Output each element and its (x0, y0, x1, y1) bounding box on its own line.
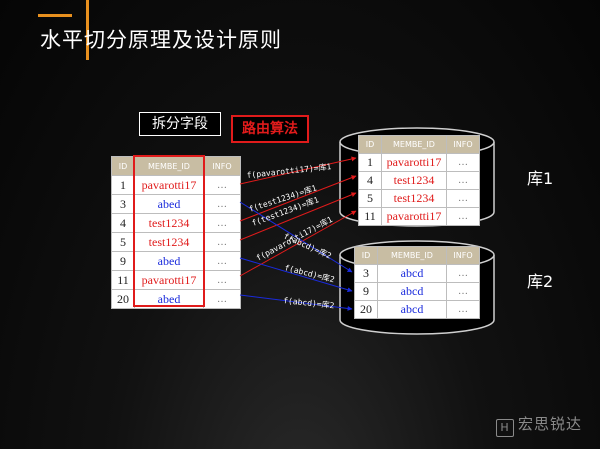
corner-accent-vertical (86, 0, 89, 60)
h-logo-icon: H (495, 419, 514, 437)
cell-member: abcd (377, 282, 447, 301)
cell-member: pavarotti17 (381, 207, 447, 226)
cell-info: … (203, 251, 241, 271)
cell-id: 3 (354, 264, 378, 283)
cell-info: … (203, 213, 241, 233)
cell-id: 20 (354, 300, 378, 319)
corner-accent-horizontal (38, 14, 72, 17)
cell-member: test1234 (134, 213, 204, 233)
db1-label: 库1 (527, 169, 554, 188)
col-header-info: INFO (446, 135, 480, 154)
route-label: f(abcd)=库2 (283, 295, 335, 310)
route-label: f(abcd)=库2 (284, 262, 336, 284)
arrow-row-1 (239, 156, 357, 185)
cell-info: … (446, 153, 480, 172)
route-label: f(pavarotti17)=库1 (246, 161, 332, 180)
col-header-id: ID (111, 156, 135, 176)
col-header-info: INFO (203, 156, 241, 176)
cell-info: … (203, 289, 241, 309)
routing-algorithm-label: 路由算法 (231, 115, 309, 143)
cell-member: abed (134, 251, 204, 271)
col-header-info: INFO (446, 246, 480, 265)
col-header-id: ID (354, 246, 378, 265)
cell-member: abcd (377, 300, 447, 319)
cell-info: … (203, 175, 241, 195)
arrow-row-20 (239, 294, 353, 311)
watermark-text: 宏思锐达 (517, 415, 582, 433)
arrow-row-5 (239, 192, 357, 241)
cell-member: abcd (377, 264, 447, 283)
arrow-row-3 (239, 201, 353, 273)
db2-label: 库2 (527, 272, 554, 291)
cell-info: … (446, 300, 480, 319)
cell-id: 11 (111, 270, 135, 290)
cell-id: 1 (111, 175, 135, 195)
cell-member: pavarotti17 (381, 153, 447, 172)
col-header-member: MEMBE_ID (134, 156, 204, 176)
arrow-row-11 (239, 210, 357, 277)
col-header-member: MEMBE_ID (381, 135, 447, 154)
cell-info: … (446, 171, 480, 190)
cell-info: … (446, 264, 480, 283)
cell-info: … (203, 232, 241, 252)
cell-id: 1 (358, 153, 382, 172)
split-field-label: 拆分字段 (139, 112, 221, 136)
cell-id: 4 (358, 171, 382, 190)
cell-info: … (446, 207, 480, 226)
cell-id: 11 (358, 207, 382, 226)
cell-id: 5 (358, 189, 382, 208)
cell-member: pavarotti17 (134, 270, 204, 290)
slide-title: 水平切分原理及设计原则 (40, 28, 282, 52)
cell-member: test1234 (134, 232, 204, 252)
arrow-row-9 (239, 257, 353, 293)
cell-member: abed (134, 194, 204, 214)
cell-info: … (446, 282, 480, 301)
